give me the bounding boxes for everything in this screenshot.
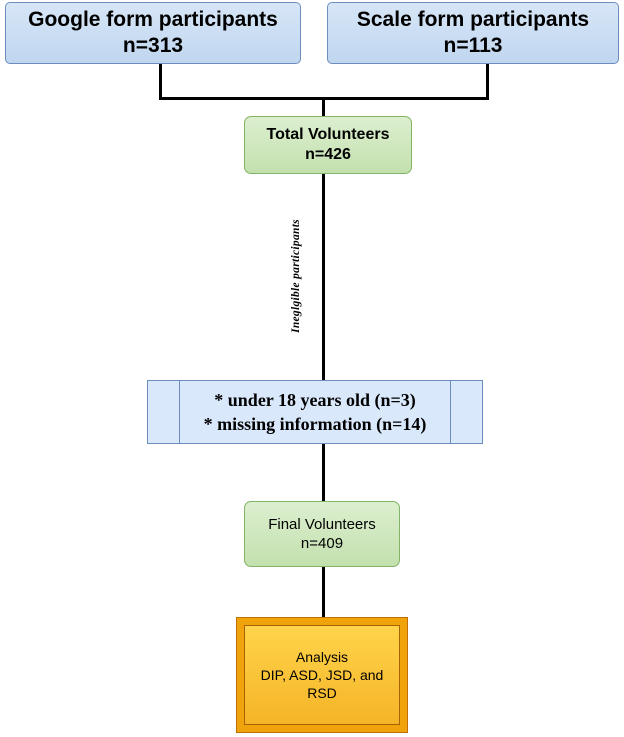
exclusion-criteria-content: * under 18 years old (n=3) * missing inf… [180, 381, 450, 443]
exclusion-under-18: * under 18 years old (n=3) [214, 390, 416, 410]
scale-form-count: n=113 [443, 34, 503, 57]
analysis-inner: Analysis DIP, ASD, JSD, and RSD [244, 625, 400, 725]
connector-total-to-exclusion [322, 173, 325, 381]
exclusion-criteria-box: * under 18 years old (n=3) * missing inf… [147, 380, 483, 444]
process-left-divider [179, 381, 180, 443]
google-form-title: Google form participants [28, 8, 278, 31]
connector-google-down [159, 64, 162, 99]
final-volunteers-title: Final Volunteers [268, 516, 376, 533]
analysis-box: Analysis DIP, ASD, JSD, and RSD [236, 617, 408, 733]
final-volunteers-count: n=409 [300, 535, 344, 552]
google-form-count: n=313 [122, 34, 184, 57]
final-volunteers-box: Final Volunteers n=409 [244, 501, 400, 567]
connector-merge-to-total [322, 97, 325, 117]
analysis-measures-cont: RSD [307, 685, 337, 701]
connector-scale-down [486, 64, 489, 99]
exclusion-missing-info: * missing information (n=14) [203, 414, 427, 434]
google-form-participants-box: Google form participants n=313 [5, 2, 301, 64]
connector-final-to-analysis [322, 566, 325, 618]
total-volunteers-box: Total Volunteers n=426 [244, 116, 412, 174]
ineligible-participants-label: Ineglgible participants [290, 219, 302, 333]
scale-form-participants-box: Scale form participants n=113 [327, 2, 619, 64]
scale-form-title: Scale form participants [356, 8, 590, 31]
total-volunteers-title: Total Volunteers [266, 126, 390, 143]
connector-exclusion-to-final [322, 443, 325, 502]
analysis-measures: DIP, ASD, JSD, and [260, 667, 384, 683]
process-right-divider [450, 381, 451, 443]
total-volunteers-count: n=426 [305, 146, 351, 163]
analysis-title: Analysis [295, 649, 349, 665]
